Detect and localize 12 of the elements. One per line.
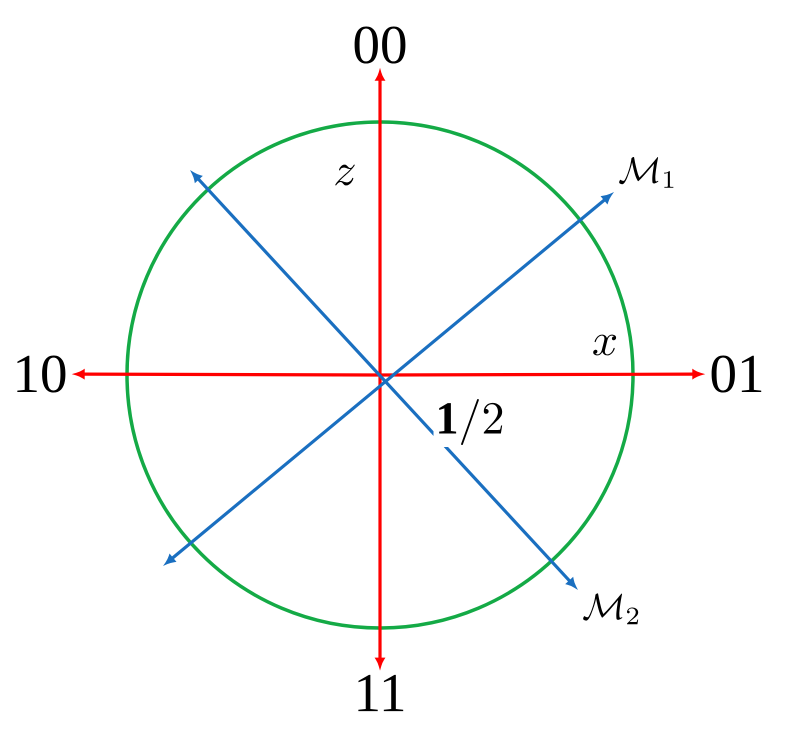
axis-label: 00 (354, 26, 406, 64)
arrow (376, 375, 384, 668)
axis-label: $z$ (335, 164, 355, 186)
arrow (165, 194, 612, 564)
axis-label: 10 (17, 355, 66, 393)
axis-label: 11 (358, 674, 404, 712)
arrow (192, 172, 576, 588)
axis-label: 01 (712, 355, 762, 393)
axis-label: $\mathcal{M}_2$ (583, 593, 638, 624)
axis-label: $\mathcal{M}_1$ (619, 157, 674, 188)
axis-label: $\mathbf{1}/2$ (434, 397, 506, 447)
axis-label: $x$ (593, 334, 616, 356)
